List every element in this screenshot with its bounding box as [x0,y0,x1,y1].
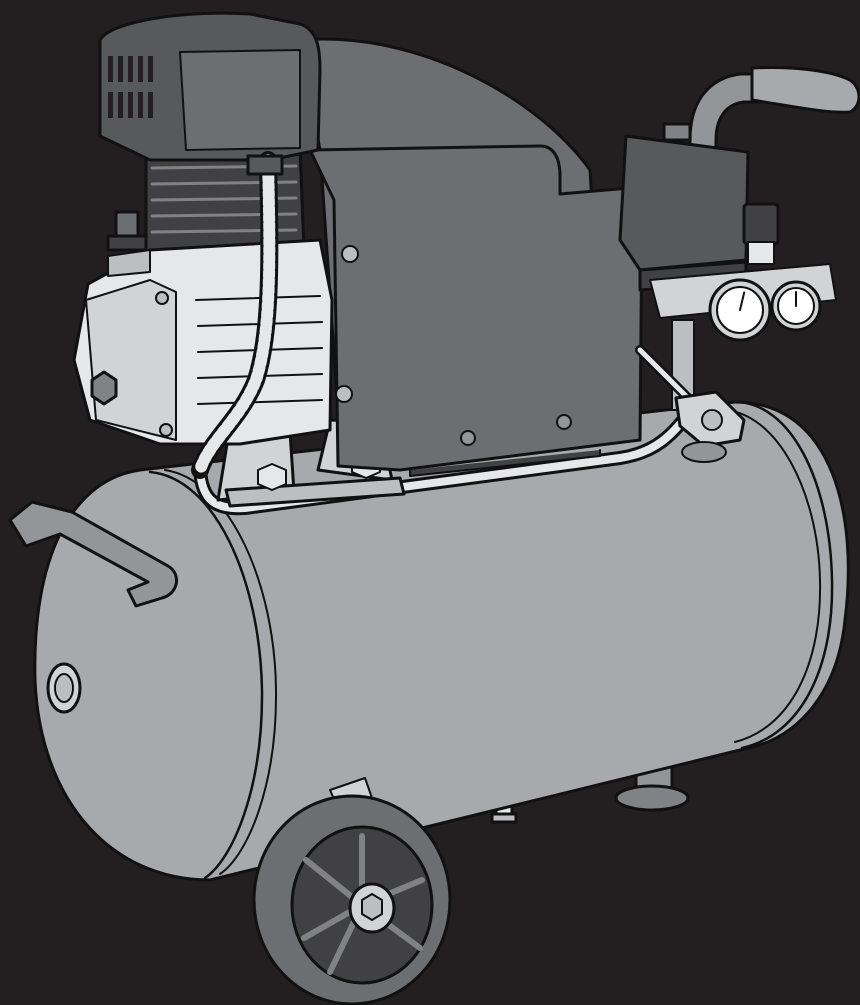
wheel [252,794,452,1005]
vent-slots [108,56,153,118]
check-valve [674,390,746,463]
regulator-knob [742,202,780,265]
tank-plug [46,662,82,714]
outlet-pressure-gauge [770,280,822,332]
oil-cap [106,210,148,252]
tank-pressure-gauge [708,278,772,342]
pressure-switch [618,122,750,292]
air-hose [193,405,697,516]
spring-hose [191,151,284,479]
tank-gauge-needle [739,291,746,311]
pump-head [98,11,322,162]
motor-cover [298,37,644,477]
air-tank [33,400,850,882]
tank-handle [8,500,178,608]
crankcase [72,238,334,446]
